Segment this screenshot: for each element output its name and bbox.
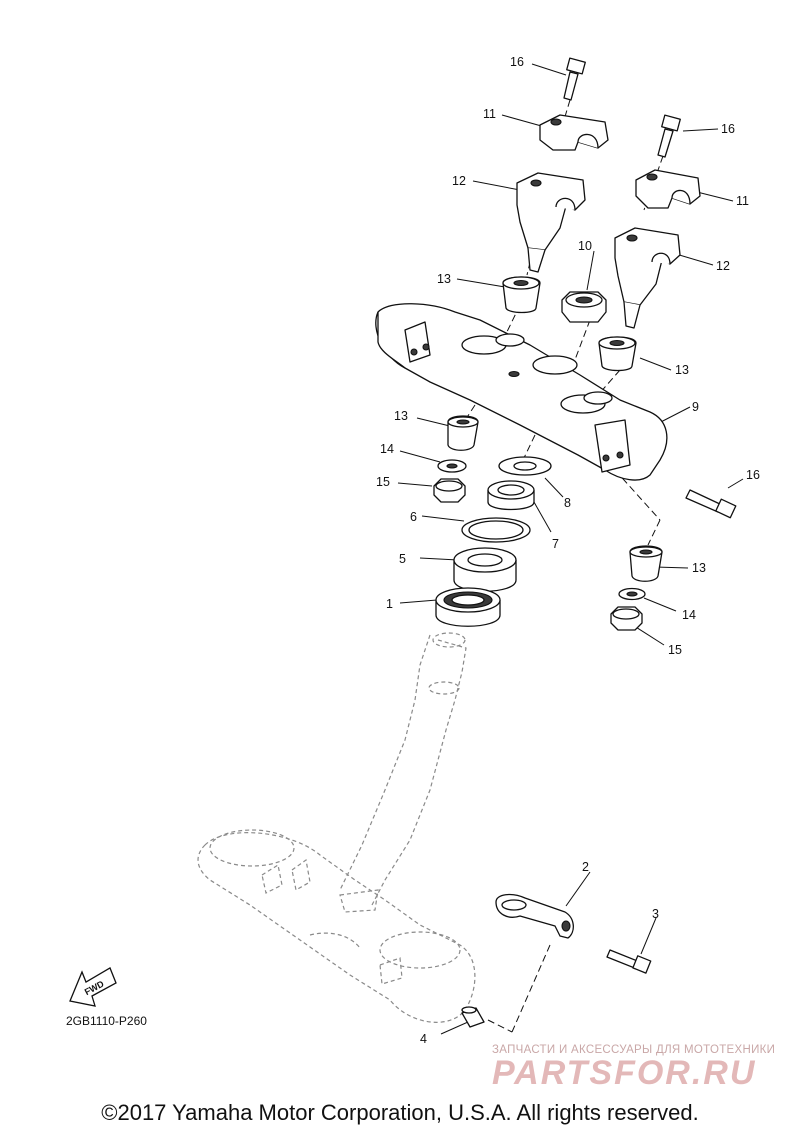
- bolt-16-right: [657, 114, 681, 158]
- bearing-1: [435, 587, 501, 627]
- callout-16: 16: [746, 468, 760, 482]
- bolt-16-left: [563, 57, 586, 101]
- steering-stem-nut-10: [561, 291, 607, 323]
- callout-13: 13: [394, 409, 408, 423]
- washer-14-right: [618, 587, 646, 601]
- ring-nut-7: [487, 480, 535, 511]
- damper-13-lower-right: [629, 545, 663, 582]
- washer-8: [498, 456, 552, 476]
- copyright-notice: ©2017 Yamaha Motor Corporation, U.S.A. A…: [101, 1100, 699, 1125]
- cable-guide-2: [495, 893, 574, 939]
- bearing-5: [453, 547, 517, 592]
- nut-15-right: [610, 606, 643, 631]
- watermark-brand: PARTSFOR.RU: [492, 1054, 757, 1092]
- watermark-subtitle: ЗАПЧАСТИ И АКСЕССУАРЫ ДЛЯ МОТОТЕХНИКИ: [492, 1044, 776, 1056]
- callout-5: 5: [399, 552, 406, 566]
- callout-15: 15: [668, 643, 682, 657]
- damper-13-mid-left: [447, 415, 479, 451]
- callout-14: 14: [682, 608, 696, 622]
- callout-4: 4: [420, 1032, 427, 1046]
- callout-12: 12: [452, 174, 466, 188]
- callout-15: 15: [376, 475, 390, 489]
- bolt-3: [606, 949, 652, 974]
- callout-numbers: 16 11 12 16 11 12 10 13 13 9 13 14 15 16…: [376, 55, 760, 1046]
- callout-7: 7: [552, 537, 559, 551]
- callout-8: 8: [564, 496, 571, 510]
- diagram-reference-code: 2GB1110-P260: [66, 1014, 147, 1028]
- lower-handlebar-holder-12-left: [516, 172, 586, 273]
- callout-1: 1: [386, 597, 393, 611]
- callout-6: 6: [410, 510, 417, 524]
- seal-6: [461, 517, 531, 543]
- callout-13: 13: [692, 561, 706, 575]
- callout-11: 11: [736, 194, 749, 208]
- callout-16: 16: [510, 55, 524, 69]
- damper-13-upper-left: [502, 276, 541, 314]
- callout-9: 9: [692, 400, 699, 414]
- under-bracket-steering-stem: [197, 632, 476, 1023]
- callout-3: 3: [652, 907, 659, 921]
- damper-13-upper-right: [598, 336, 637, 372]
- callout-10: 10: [578, 239, 592, 253]
- upper-bracket-9: [375, 303, 668, 481]
- bolt-16-pinch: [685, 489, 737, 519]
- callout-12: 12: [716, 259, 730, 273]
- washer-14-left: [437, 459, 467, 473]
- upper-handlebar-holder-11-right: [635, 169, 701, 209]
- callout-2: 2: [582, 860, 589, 874]
- collar-4: [461, 1006, 485, 1028]
- nut-15-left: [433, 478, 466, 503]
- callout-16: 16: [721, 122, 735, 136]
- callout-11: 11: [483, 107, 496, 121]
- callout-13: 13: [437, 272, 451, 286]
- callout-13: 13: [675, 363, 689, 377]
- callout-14: 14: [380, 442, 394, 456]
- leader-lines: [397, 63, 744, 1035]
- fwd-arrow-icon: FWD: [69, 967, 117, 1007]
- lower-handlebar-holder-12-right: [614, 227, 681, 329]
- upper-handlebar-holder-11-left: [539, 114, 609, 151]
